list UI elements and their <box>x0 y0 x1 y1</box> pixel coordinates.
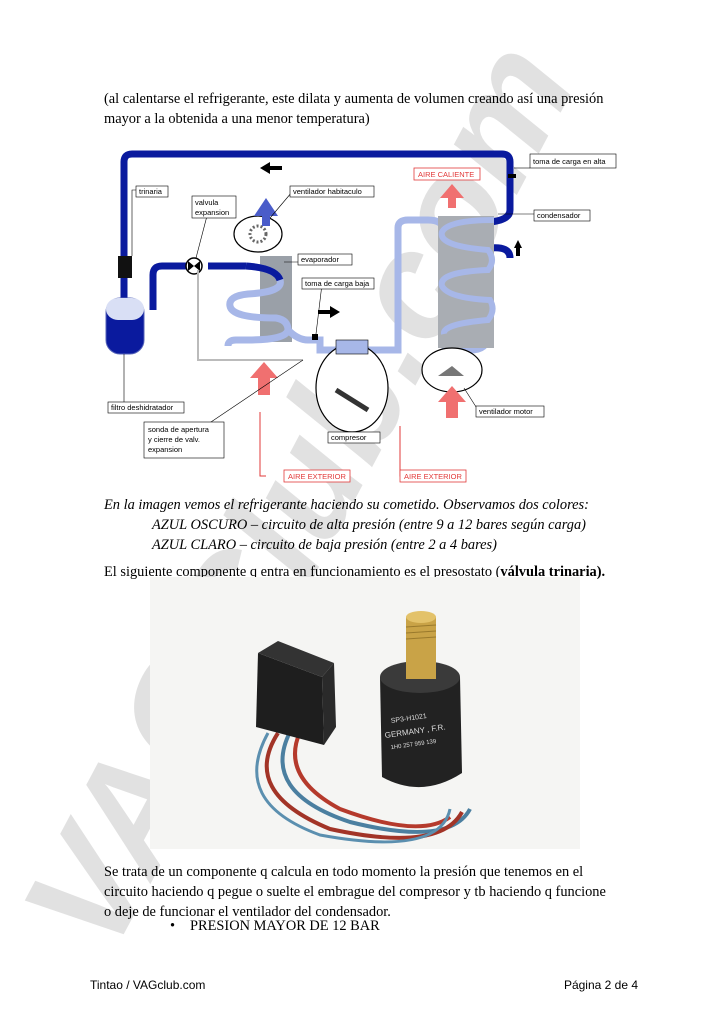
low-pressure-pipe <box>285 216 492 354</box>
label-sonda-2: y cierre de valv. <box>148 435 200 444</box>
arrow-blue-up <box>254 198 278 226</box>
bullet-symbol: • <box>170 918 176 934</box>
compressor-body <box>315 343 389 433</box>
toma-alta-port <box>508 174 516 178</box>
bullet-item: • PRESION MAYOR DE 12 BAR <box>170 916 380 936</box>
arrow-red-up-right <box>438 386 466 418</box>
switch-label-1: SP3-H1021 <box>390 713 427 725</box>
footer-page-number: Página 2 de 4 <box>563 978 638 992</box>
arrow-red-top <box>440 184 464 208</box>
bullet-text: PRESION MAYOR DE 12 BAR <box>190 918 380 934</box>
aire-exterior-leader-2 <box>399 426 402 477</box>
trinaria-switch <box>118 256 132 278</box>
cabin-fan-rotor <box>248 224 268 244</box>
label-toma-alta: toma de carga en alta <box>533 157 606 166</box>
next-component-bold: válvula trinaria). <box>500 564 606 580</box>
pressure-switch-photo: SP3-H1021 GERMANY , F.R. 1H0 257 959 139 <box>150 577 580 849</box>
connector-side <box>322 663 336 745</box>
arrow-left-top <box>260 162 282 174</box>
motor-fan-blades <box>438 366 464 376</box>
filtro-top <box>106 298 144 320</box>
switch-body <box>380 667 462 788</box>
footer-left: Tintao / VAGclub.com <box>90 978 206 992</box>
compressor-head <box>335 339 369 355</box>
label-evaporador: evaporador <box>301 255 339 264</box>
label-aire-caliente: AIRE CALIENTE <box>418 170 474 179</box>
cabin-fan <box>233 215 283 253</box>
arrow-right-mid <box>318 306 340 318</box>
label-aire-exterior-1: AIRE EXTERIOR <box>288 472 347 481</box>
next-component-paragraph: El siguiente componente q entra en funci… <box>104 562 605 582</box>
label-aire-exterior-2: AIRE EXTERIOR <box>404 472 463 481</box>
arrow-red-up-left <box>250 362 278 395</box>
connector-top <box>258 641 334 677</box>
toma-baja-port <box>312 334 318 340</box>
label-ventilador-habitaculo: ventilador habitaculo <box>293 187 362 196</box>
electrical-connector <box>256 653 324 745</box>
intro-line-2: mayor a la obtenida a una menor temperat… <box>104 111 370 127</box>
condenser-coil <box>438 217 496 335</box>
label-sonda-1: sonda de apertura <box>148 425 210 434</box>
label-toma-baja: toma de carga baja <box>305 279 370 288</box>
caption-line-1: En la imagen vemos el refrigerante hacie… <box>104 497 589 513</box>
leader-lines <box>123 167 534 440</box>
aire-exterior-leader-1 <box>259 412 266 477</box>
next-component-text: El siguiente componente q entra en funci… <box>104 564 501 580</box>
evaporator-coil <box>224 262 292 347</box>
caption-paragraph: En la imagen vemos el refrigerante hacie… <box>104 495 589 555</box>
refrigerant-circuit-diagram: trinaria valvula expansion ventilador ha… <box>98 140 636 490</box>
label-compresor: compresor <box>331 433 367 442</box>
sensor-line <box>197 270 303 361</box>
description-line-3: o deje de funcionar el ventilador del co… <box>104 904 391 920</box>
brass-fitting-top <box>406 611 436 623</box>
label-expansion: expansion <box>195 208 229 217</box>
brass-thread <box>405 624 437 640</box>
label-ventilador-motor: ventilador motor <box>479 407 533 416</box>
label-sonda-3: expansion <box>148 445 182 454</box>
wire-blue-2 <box>255 732 452 844</box>
label-valvula: valvula <box>195 198 219 207</box>
label-condensador: condensador <box>537 211 581 220</box>
expansion-valve-symbol <box>188 261 200 271</box>
high-pressure-pipe <box>120 150 514 310</box>
description-line-1: Se trata de un componente q calcula en t… <box>104 864 584 880</box>
arrow-up-right <box>514 240 522 256</box>
wire-red-2 <box>264 731 464 840</box>
brass-fitting <box>406 617 436 679</box>
wire-red-1 <box>293 731 452 829</box>
compressor-rod <box>334 387 370 413</box>
intro-paragraph: (al calentarse el refrigerante, este dil… <box>104 89 603 129</box>
label-filtro: filtro deshidratador <box>111 403 174 412</box>
description-paragraph: Se trata de un componente q calcula en t… <box>104 862 606 922</box>
intro-line-1: (al calentarse el refrigerante, este dil… <box>104 91 604 107</box>
evaporator-coil-dark <box>245 262 284 282</box>
caption-line-3: AZUL CLARO – circuito de baja presión (e… <box>152 537 497 553</box>
label-trinaria: trinaria <box>139 187 163 196</box>
caption-line-2: AZUL OSCURO – circuito de alta presión (… <box>152 517 586 533</box>
description-line-2: circuito haciendo q pegue o suelte el em… <box>104 884 606 900</box>
